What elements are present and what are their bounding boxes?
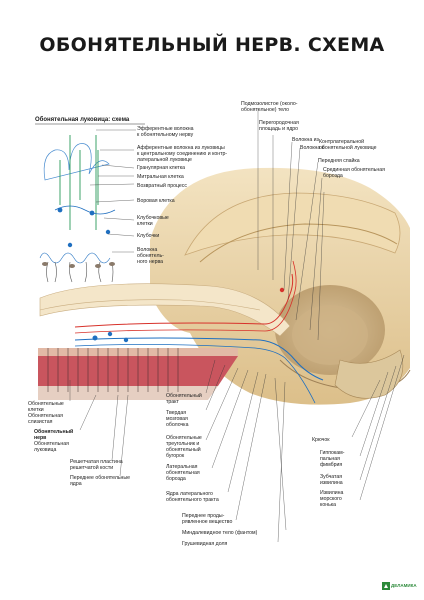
label-glomerular-cells: Клубочковые клетки [137,215,169,227]
label-olfactory-bulb: Обонятельная луковица [34,441,69,453]
label-granule-cell: Гранулярная клетка [137,165,186,171]
label-piriform-lobe: Грушевидная доля [182,541,228,547]
label-contralateral-bulb: Контрлатеральной обонятельной луковице [319,139,377,151]
leader-lines [69,108,405,543]
label-afferent-fibers: Афферентные волокна из луковицы к центра… [137,145,228,163]
label-tufted-cell: Воровая клетка [137,198,175,204]
label-lateral-tract-nuclei: Ядра латерального обонятельного тракта [166,491,219,503]
olfactory-tract [39,260,324,404]
label-mitral-cell: Митральная клетка [137,174,184,180]
label-septal-area: Перегородочная площадь и ядро [259,120,299,132]
label-subcallosal-body: Подмозолистое (около- обонятельное) тело [241,101,298,113]
label-median-olfactory-sulcus: Срединная обонятельная борозда [323,167,385,179]
label-dura-mater: Твердая мозговая оболочка [166,410,189,428]
publisher-name: ДЕЛАМИКА [391,583,417,588]
label-olfactory-mucosa: Обонятельная слизистая [28,413,63,425]
inset-title: Обонятельная луковица: схема [35,117,130,123]
label-fibers-from: Волокна из [292,137,319,143]
label-dentate-gyrus: Зубчатая извилина [320,474,343,486]
label-glomeruli: Клубочки [137,233,160,239]
label-olfactory-cells: Обонятельные клетки [28,401,64,413]
brain-section [150,167,411,405]
label-hippocampal-gyrus: Извилина морского конька [320,490,344,508]
label-anterior-commissure: Передняя спайка [318,158,360,164]
label-olfactory-nerve: Обонятельный нерв [34,429,74,441]
label-fibers-to: Волокна к [300,145,324,151]
label-fimbria: Гиппокам- пальная фимбрия [320,450,345,468]
label-anterior-olfactory-nuclei: Переднее обонятельные ядра [70,475,131,487]
label-amygdaloid-body: Миндалевидное тело (фантом) [182,530,258,536]
publisher-logo [382,582,390,590]
label-olfactory-trigone: Обонятельные треугольник и обонятельный … [166,435,202,459]
page-title: ОБОНЯТЕЛЬНЫЙ НЕРВ. СХЕМА [39,34,385,56]
label-anterior-perforated-substance: Переднее проды- рявленное вещество [182,513,233,525]
olfactory-mucosa [38,348,238,400]
label-uncus: Крючок [312,437,330,443]
label-efferent-fibers: Эфферентные волокна к обонятельному нерв… [137,126,194,138]
label-cribriform-plate: Решетчатая пластина решетчатой кости [70,459,123,471]
label-recurrent-process: Возвратный процесс [137,183,187,189]
label-olfactory-nerve-fibers: Волокна обонятель- ного нерва [137,247,164,265]
label-olfactory-tract: Обонятельный тракт [166,393,202,405]
label-lateral-olfactory-sulcus: Латеральная обонятельная борозда [166,464,200,482]
inset-diagram [35,123,145,283]
